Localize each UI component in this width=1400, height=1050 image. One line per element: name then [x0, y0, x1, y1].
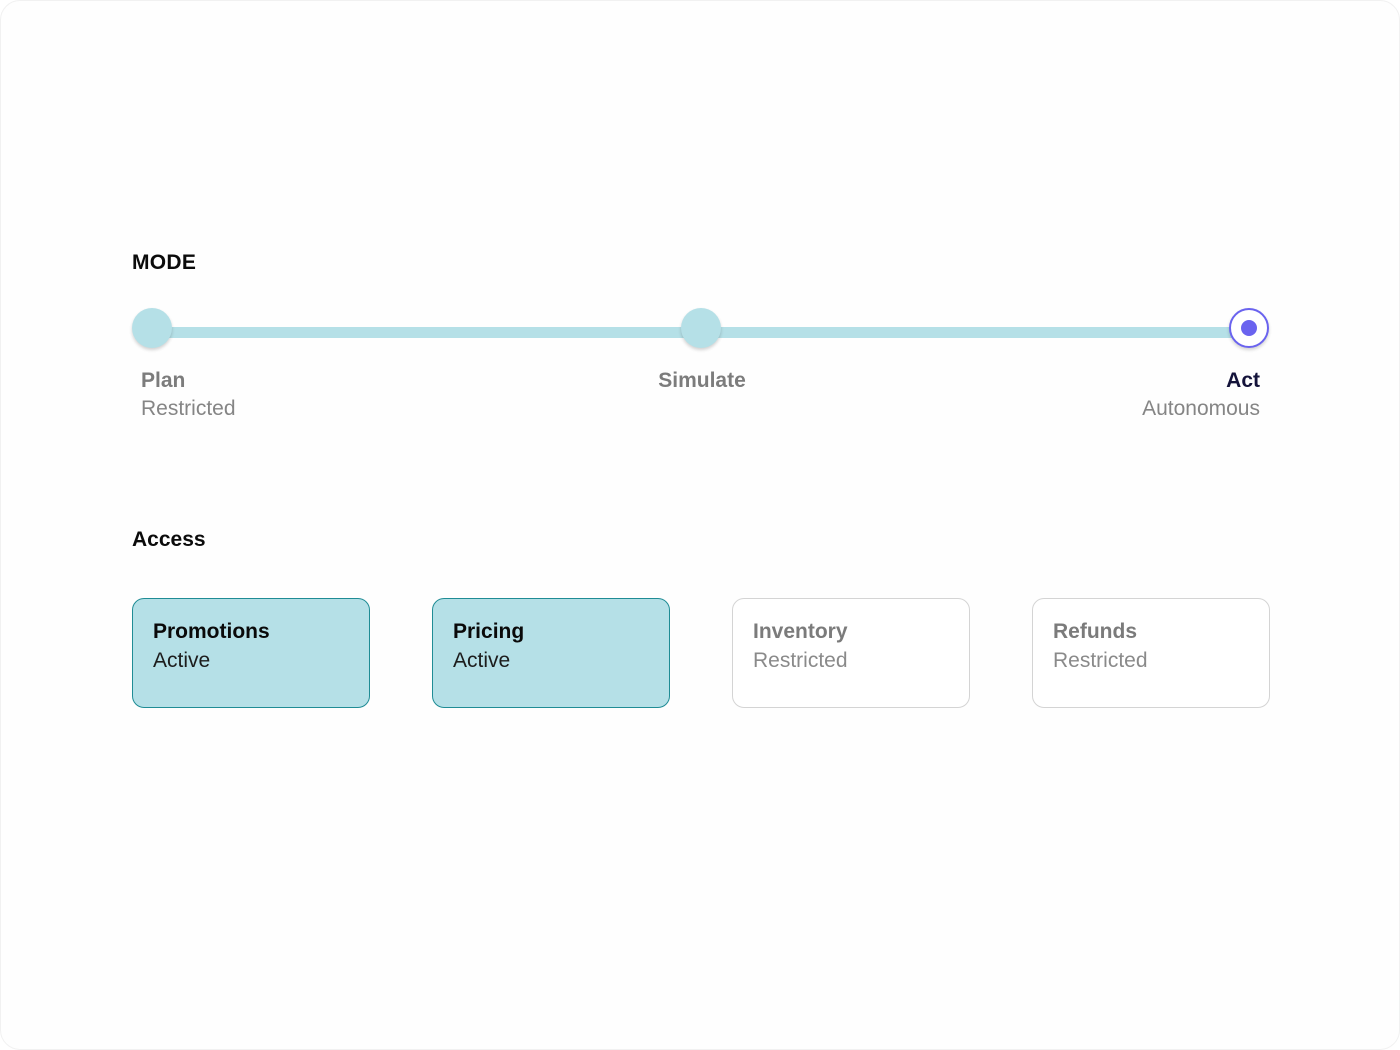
mode-stop-simulate[interactable] [681, 308, 721, 348]
mode-plan-name: Plan [141, 369, 186, 392]
access-card-name: Pricing [453, 620, 525, 643]
mode-stop-act[interactable] [1229, 308, 1269, 348]
mode-label-act[interactable]: Act Autonomous [1142, 367, 1260, 423]
access-card-inventory[interactable]: Inventory Restricted [732, 598, 970, 708]
access-card-refunds[interactable]: Refunds Restricted [1032, 598, 1270, 708]
mode-label-plan[interactable]: Plan Restricted [141, 367, 236, 423]
mode-slider[interactable] [132, 307, 1269, 349]
access-section-title: Access [132, 528, 206, 551]
mode-stop-plan[interactable] [132, 308, 172, 348]
selected-indicator-dot [1241, 320, 1257, 336]
access-card-status: Restricted [1053, 649, 1148, 672]
access-card-name: Promotions [153, 620, 270, 643]
access-card-status: Active [153, 649, 211, 672]
access-card-name: Inventory [753, 620, 848, 643]
mode-simulate-name: Simulate [658, 369, 746, 392]
mode-section-title: MODE [132, 251, 197, 274]
access-card-promotions[interactable]: Promotions Active [132, 598, 370, 708]
access-card-status: Active [453, 649, 511, 672]
mode-act-name: Act [1226, 369, 1260, 392]
mode-act-sub: Autonomous [1142, 397, 1260, 420]
mode-plan-sub: Restricted [141, 397, 236, 420]
mode-label-simulate[interactable]: Simulate [602, 367, 802, 395]
access-card-name: Refunds [1053, 620, 1137, 643]
access-card-status: Restricted [753, 649, 848, 672]
access-card-pricing[interactable]: Pricing Active [432, 598, 670, 708]
